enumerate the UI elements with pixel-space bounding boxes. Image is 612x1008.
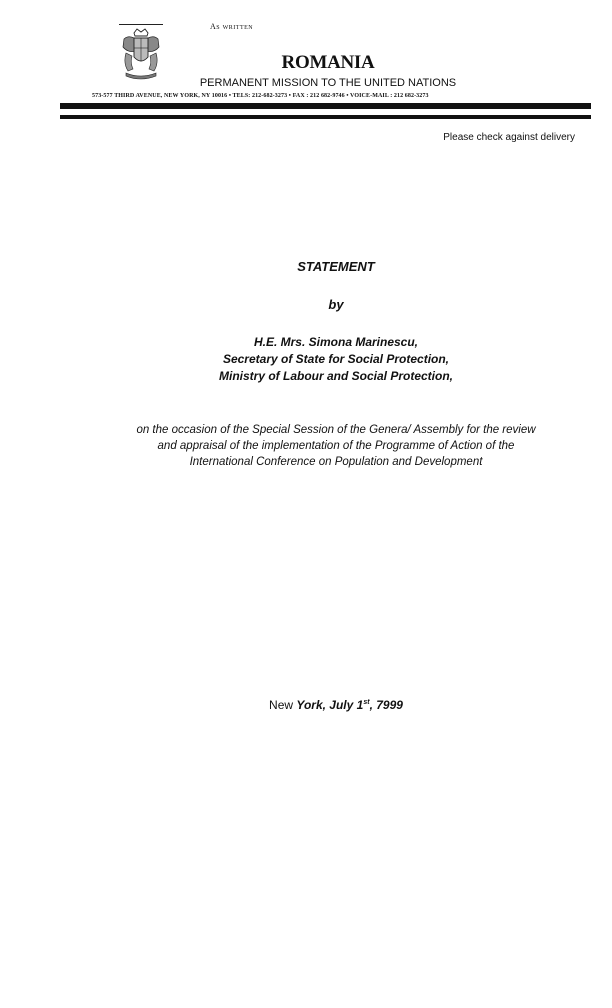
coat-of-arms-icon xyxy=(122,28,160,80)
mission-address: 573-577 THIRD AVENUE, NEW YORK, NY 10016… xyxy=(92,93,429,99)
document-title: STATEMENT xyxy=(297,259,375,274)
speaker-ministry: Ministry of Labour and Social Protection… xyxy=(218,369,454,383)
dateline-city-b: York, July 1 xyxy=(296,698,364,712)
crest-top-rule xyxy=(119,24,163,25)
letterhead-rule-thin xyxy=(60,115,591,119)
speaker-name: H.E. Mrs. Simona Marinescu, xyxy=(253,335,419,349)
letterhead-rule-thick xyxy=(60,103,591,109)
speaker-position: Secretary of State for Social Protection… xyxy=(222,352,450,366)
dateline-ordinal: st xyxy=(363,699,370,706)
by-label: by xyxy=(328,297,344,312)
as-written-stamp: As written xyxy=(210,22,254,31)
country-title: ROMANIA xyxy=(281,52,375,73)
delivery-note: Please check against delivery xyxy=(443,132,575,143)
dateline-year: , 7999 xyxy=(369,698,403,712)
dateline-city-a: New xyxy=(269,698,294,712)
occasion-line-3: International Conference on Population a… xyxy=(189,456,483,468)
occasion-line-1: on the occasion of the Special Session o… xyxy=(136,424,536,436)
dateline: New York, July 1st, 7999 xyxy=(0,698,612,712)
mission-name: PERMANENT MISSION TO THE UNITED NATIONS xyxy=(199,77,457,89)
occasion-line-2: and appraisal of the implementation of t… xyxy=(157,440,515,452)
